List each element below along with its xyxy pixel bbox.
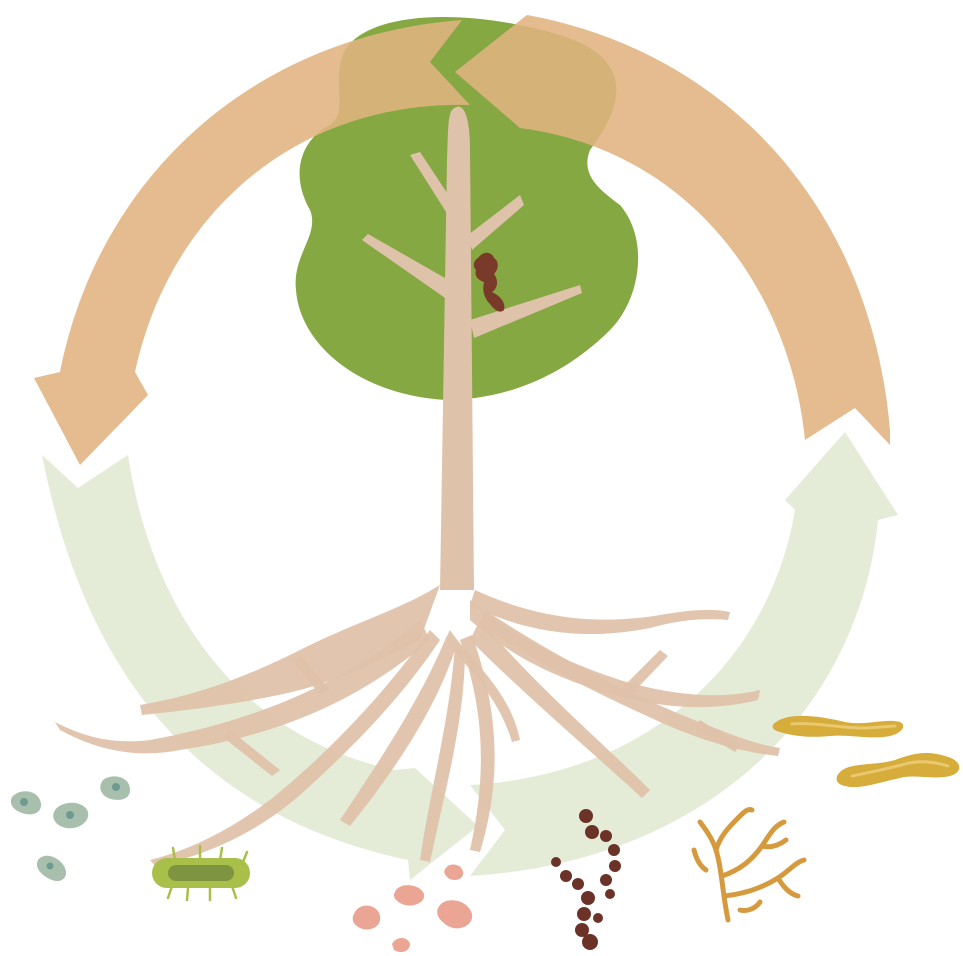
protozoa-icon	[11, 776, 130, 881]
fungal-hyphae-icon	[694, 809, 804, 920]
nematode-icon	[773, 716, 960, 787]
bacterium-icon	[152, 846, 250, 900]
